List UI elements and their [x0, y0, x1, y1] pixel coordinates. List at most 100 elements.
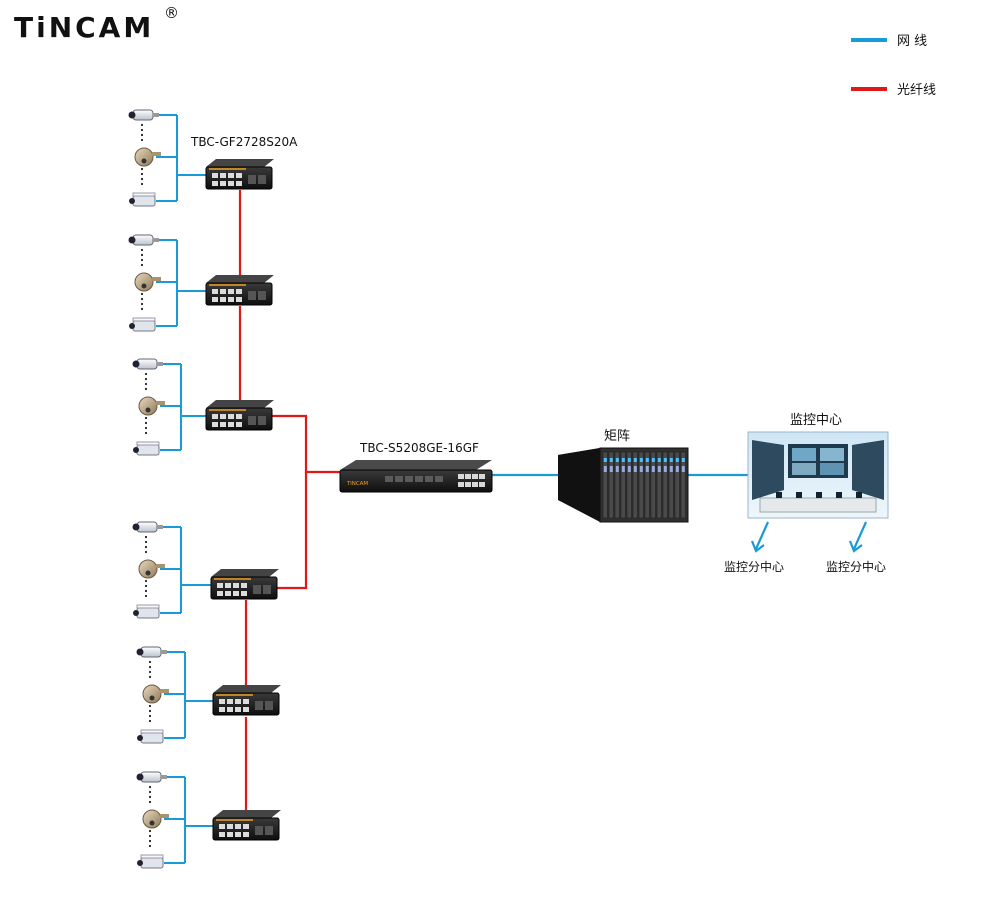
arrow-left-head [750, 540, 765, 553]
matrix-card-port [627, 466, 631, 472]
dome-camera-icon [134, 272, 161, 292]
matrix-card-led [627, 458, 631, 462]
matrix-card [668, 451, 674, 519]
matrix-card [662, 451, 668, 519]
matrix-card [608, 451, 614, 519]
legend-fiber-label: 光纤线 [897, 83, 936, 98]
access-group [132, 358, 274, 456]
dome-camera-icon [138, 559, 165, 579]
brand-logo: TiNCAM ® [14, 4, 179, 44]
matrix-card-led [609, 458, 613, 462]
matrix-card-led [621, 458, 625, 462]
matrix-label: 矩阵 [604, 429, 630, 444]
matrix-card-port [639, 466, 643, 472]
matrix-card-port [609, 466, 613, 472]
matrix-card-port [669, 466, 673, 472]
access-switch [205, 159, 274, 190]
matrix-card-led [675, 458, 679, 462]
matrix-card-port [681, 466, 685, 472]
matrix-card-led [681, 458, 685, 462]
matrix-card-led [651, 458, 655, 462]
fiber-link [276, 472, 308, 590]
access-switch [212, 685, 281, 716]
access-switch [210, 569, 279, 600]
matrix-card [614, 451, 620, 519]
dome-camera-icon [138, 396, 165, 416]
monitor-center [747, 431, 889, 519]
sub-center-arrows [750, 521, 868, 553]
bullet-camera-icon [128, 234, 159, 246]
matrix-card-port [621, 466, 625, 472]
access-group [136, 646, 281, 744]
switch-model-label: TBC-GF2728S20A [190, 135, 298, 149]
matrix-card-port [603, 466, 607, 472]
camera-ethernet-links [156, 114, 206, 202]
legend: 网 线 光纤线 [851, 34, 936, 98]
matrix-card-led [639, 458, 643, 462]
access-group [132, 521, 279, 619]
box-camera-icon [137, 729, 164, 744]
ellipsis-dots [144, 372, 148, 435]
dome-camera-icon [142, 684, 169, 704]
matrix-card-port [633, 466, 637, 472]
sub-center-right-label: 监控分中心 [826, 559, 886, 574]
box-camera-icon [129, 317, 156, 332]
matrix-card [632, 451, 638, 519]
bullet-camera-icon [132, 358, 163, 370]
dome-camera-icon [142, 809, 169, 829]
legend-ethernet-label: 网 线 [897, 34, 927, 49]
camera-ethernet-links [164, 651, 213, 739]
matrix-card [650, 451, 656, 519]
access-group [128, 109, 274, 207]
ellipsis-dots [148, 660, 152, 723]
matrix-card [602, 451, 608, 519]
camera-ethernet-links [160, 526, 211, 614]
access-switch [212, 810, 281, 841]
matrix-card-port [675, 466, 679, 472]
arrow-right [852, 521, 868, 550]
box-camera-icon [129, 192, 156, 207]
matrix-card [638, 451, 644, 519]
matrix-card [620, 451, 626, 519]
matrix-chassis [558, 447, 689, 523]
dome-camera-icon [134, 147, 161, 167]
matrix-card-led [603, 458, 607, 462]
matrix-card-port [651, 466, 655, 472]
fiber-links [238, 190, 340, 820]
matrix-card [644, 451, 650, 519]
camera-ethernet-links [156, 239, 206, 327]
ellipsis-dots [140, 123, 144, 186]
core-switch-badge: TiNCAM [346, 481, 368, 487]
core-switch-label: TBC-S5208GE-16GF [359, 441, 479, 455]
matrix-card [680, 451, 686, 519]
matrix-card-led [663, 458, 667, 462]
ellipsis-dots [140, 248, 144, 311]
arrow-left [754, 521, 770, 550]
matrix-card-led [657, 458, 661, 462]
matrix-card-port [663, 466, 667, 472]
box-camera-icon [133, 441, 160, 456]
monitor-center-label: 监控中心 [790, 413, 842, 428]
core-switch: TiNCAM [339, 460, 493, 493]
matrix-card [656, 451, 662, 519]
matrix-card-led [645, 458, 649, 462]
bullet-camera-icon [136, 646, 167, 658]
ellipsis-dots [144, 535, 148, 598]
bullet-camera-icon [136, 771, 167, 783]
matrix-card-led [615, 458, 619, 462]
bullet-camera-icon [128, 109, 159, 121]
registered-mark: ® [164, 4, 179, 22]
matrix-card-port [615, 466, 619, 472]
box-camera-icon [133, 604, 160, 619]
sub-center-left-label: 监控分中心 [724, 559, 784, 574]
matrix-card-led [669, 458, 673, 462]
access-switch [205, 275, 274, 306]
arrow-right-head [848, 540, 863, 553]
box-camera-icon [137, 854, 164, 869]
ellipsis-dots [148, 785, 152, 848]
access-switch [205, 400, 274, 431]
camera-ethernet-links [160, 363, 206, 451]
brand-name: TiNCAM [14, 11, 154, 44]
matrix-card-port [645, 466, 649, 472]
